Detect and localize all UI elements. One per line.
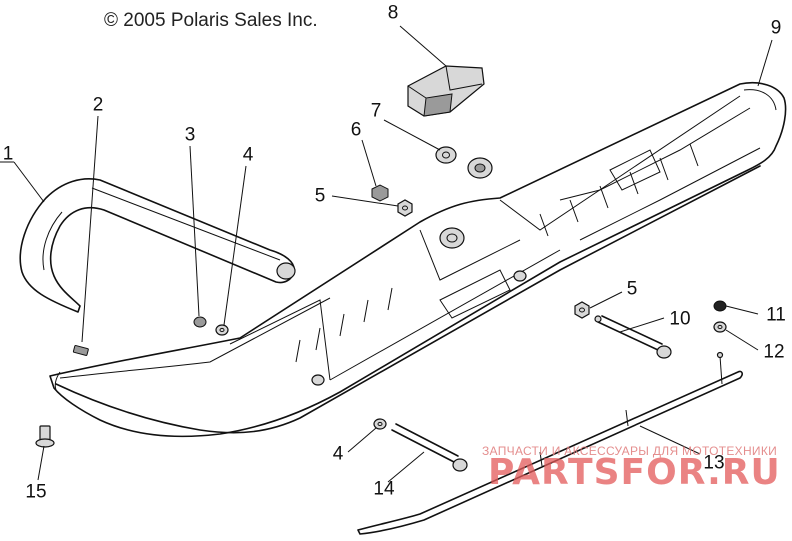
callout-1: 1 — [2, 143, 14, 165]
callout-15: 15 — [25, 481, 47, 503]
callout-4-lower: 4 — [332, 443, 344, 465]
watermark-tagline: ЗАПЧАСТИ И АКСЕССУАРЫ ДЛЯ МОТОТЕХНИКИ — [482, 444, 778, 458]
callout-5-lower: 5 — [626, 278, 638, 300]
leader-lines — [0, 25, 773, 483]
washer-part-4b — [373, 418, 387, 430]
ski-handle-part-1 — [19, 178, 296, 313]
nut-part-3 — [193, 316, 207, 328]
push-pin-part-15 — [35, 425, 55, 448]
callout-7: 7 — [370, 100, 382, 122]
clip-part-2 — [72, 345, 89, 356]
wear-bar-part-13 — [357, 351, 743, 535]
callout-14: 14 — [373, 478, 395, 500]
flange-nut-part-6 — [371, 184, 389, 202]
ski-body-part-9 — [49, 82, 787, 438]
callout-4-upper: 4 — [242, 144, 254, 166]
callout-12: 12 — [763, 341, 785, 363]
callout-9: 9 — [770, 17, 782, 39]
bolt-part-14 — [391, 423, 468, 472]
copyright-notice: © 2005 Polaris Sales Inc. — [104, 10, 318, 31]
callout-5-upper: 5 — [314, 185, 326, 207]
callout-8: 8 — [387, 2, 399, 24]
nut-part-11 — [713, 300, 727, 312]
nut-part-5a — [397, 199, 413, 217]
callout-11: 11 — [766, 304, 786, 326]
washer-part-4a — [215, 324, 229, 336]
callout-10: 10 — [669, 308, 691, 330]
callout-6: 6 — [350, 119, 362, 141]
washer-part-7 — [435, 146, 493, 179]
callout-2: 2 — [92, 94, 104, 116]
watermark-logo: PARTSFOR.RU — [488, 452, 781, 493]
callout-3: 3 — [184, 124, 196, 146]
nut-part-5b — [574, 301, 590, 319]
washer-part-12 — [713, 321, 727, 333]
wear-block-part-8 — [407, 65, 485, 117]
callout-13: 13 — [703, 452, 725, 474]
bolt-part-10 — [594, 315, 672, 359]
